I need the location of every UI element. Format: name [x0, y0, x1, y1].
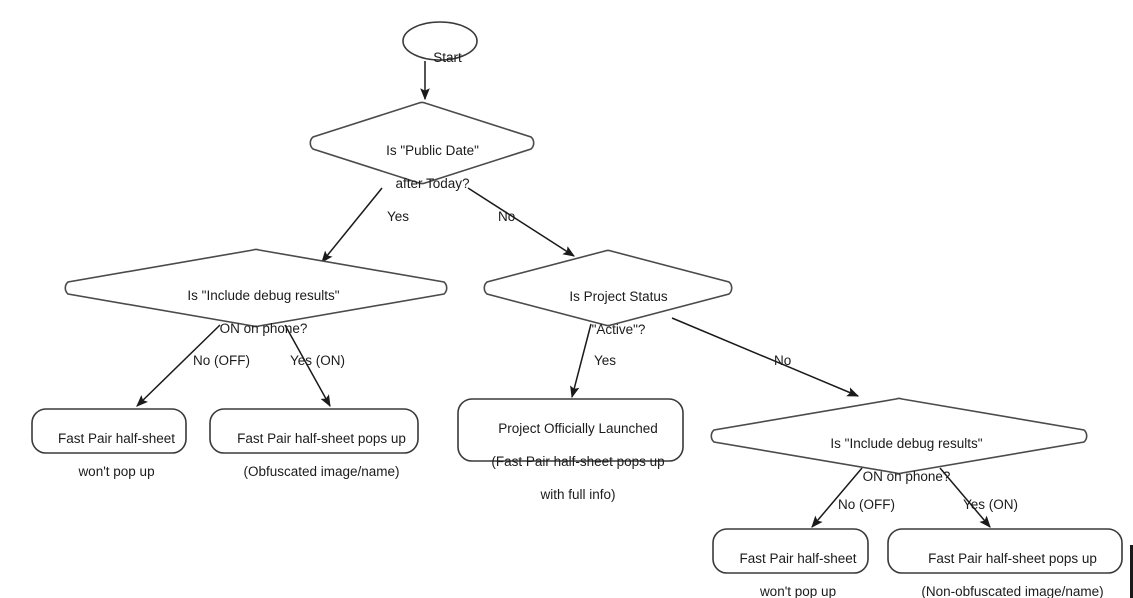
edge-label-debug-right-yes: Yes (ON): [963, 497, 1019, 512]
node-outcome-launched-shape[interactable]: [457, 398, 684, 462]
edge-debug-right-no-to-outcome-right-off: [811, 467, 863, 528]
edge-label-public-date-yes: Yes: [387, 209, 410, 224]
edge-label-debug-right-no: No (OFF): [838, 497, 895, 512]
node-outcome-right-on-shape[interactable]: [887, 528, 1123, 574]
edge-project-status-no-to-debug-right: [671, 317, 860, 397]
node-debug-left-shape[interactable]: [64, 248, 448, 328]
node-outcome-left-on-shape[interactable]: [209, 408, 419, 454]
node-project-status-shape[interactable]: [483, 249, 733, 327]
edge-label-public-date-no: No: [498, 209, 516, 224]
node-start-shape[interactable]: [402, 21, 478, 61]
edge-public-date-yes-to-debug-left: [321, 187, 383, 263]
page-edge-artifact: [1130, 545, 1133, 598]
edge-label-project-status-no: No: [774, 353, 792, 368]
node-public-date-shape[interactable]: [309, 101, 535, 185]
edge-debug-left-no-to-outcome-left-off: [136, 324, 221, 407]
edge-label-project-status-yes: Yes: [594, 353, 617, 368]
edge-project-status-yes-to-outcome-launched: [570, 323, 592, 399]
node-debug-right-shape[interactable]: [710, 397, 1088, 475]
edge-public-date-no-to-project-status: [467, 187, 576, 257]
edge-debug-right-yes-to-outcome-right-on: [939, 467, 991, 528]
node-outcome-left-off-shape[interactable]: [31, 408, 187, 454]
node-outcome-right-off-shape[interactable]: [712, 528, 869, 574]
edge-debug-left-yes-to-outcome-left-on: [284, 324, 331, 408]
edge-label-debug-left-yes: Yes (ON): [290, 353, 346, 368]
edge-label-debug-left-no: No (OFF): [193, 353, 250, 368]
